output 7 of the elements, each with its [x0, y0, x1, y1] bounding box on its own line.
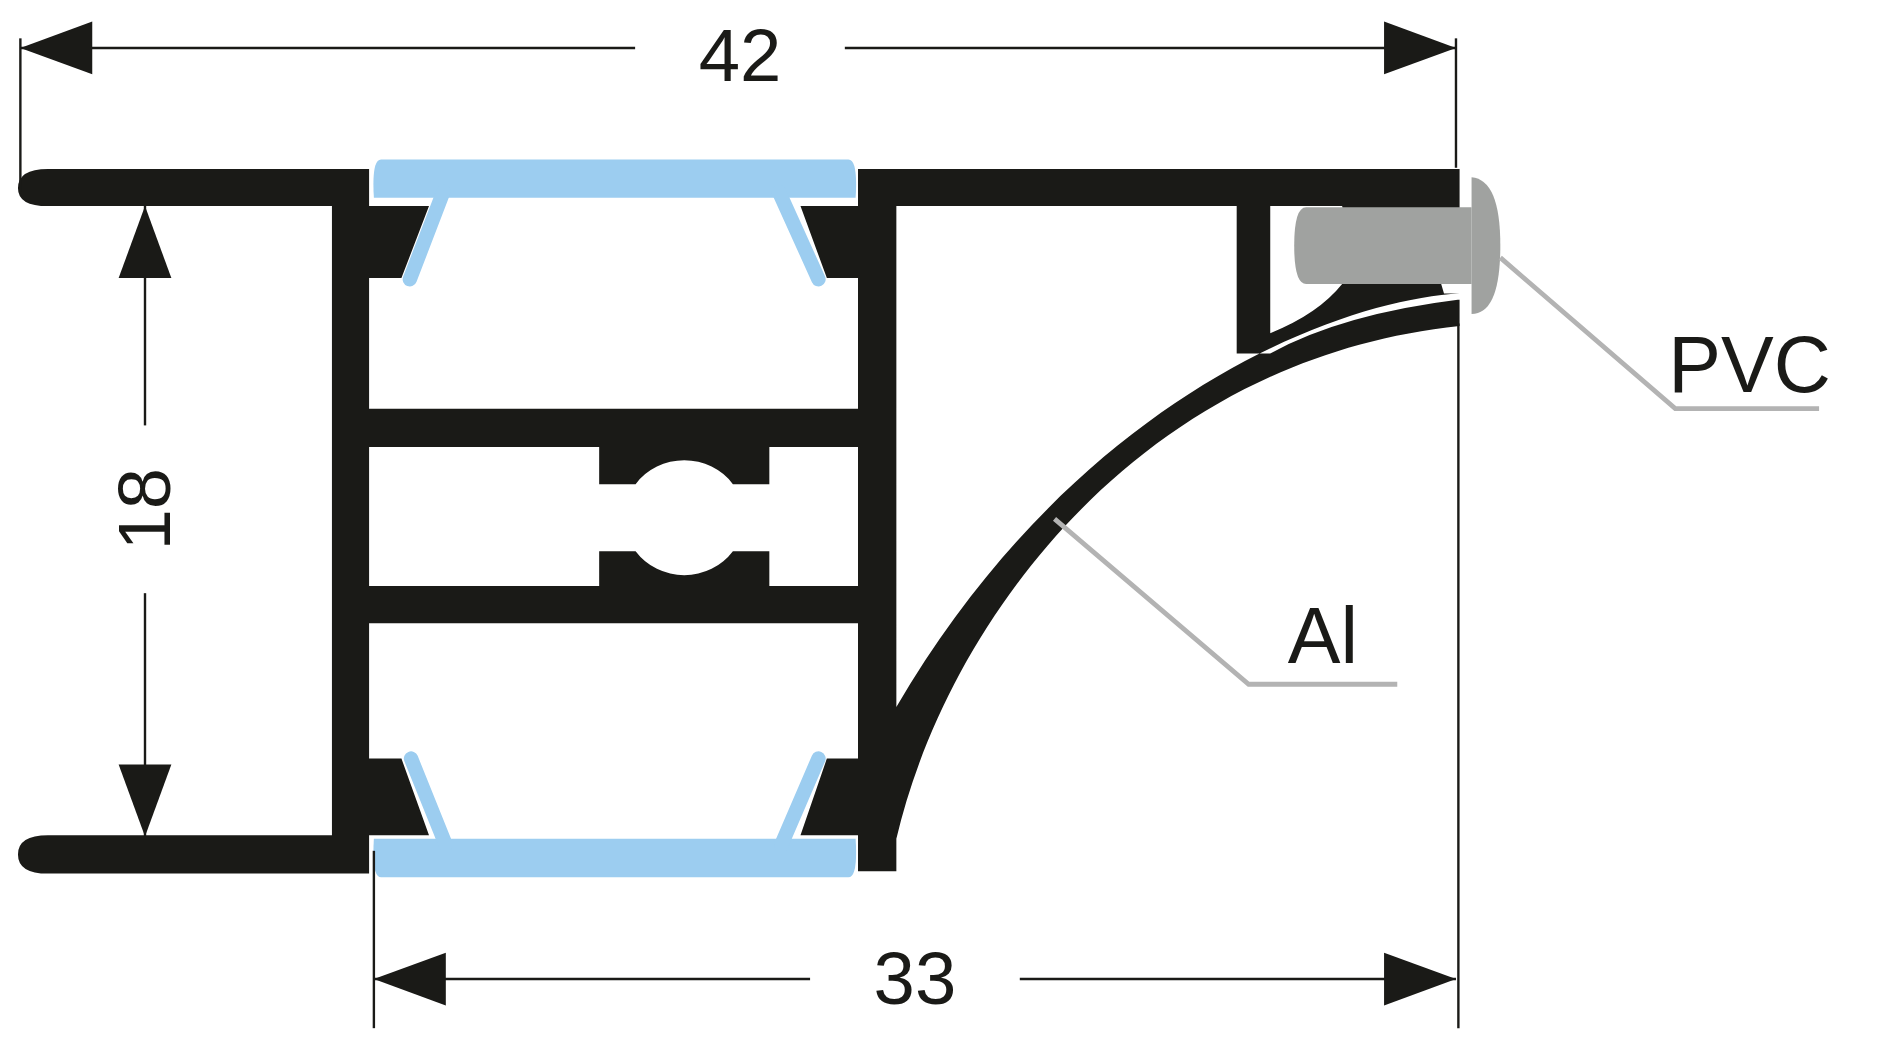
plastic-plug-drawing [1294, 177, 1501, 314]
dimension-value: 33 [872, 941, 958, 1017]
leader-line [1053, 517, 1398, 687]
dimension-value: 18 [104, 466, 186, 553]
material-label: Al [1248, 584, 1398, 685]
leader-line [1498, 255, 1820, 412]
dimension-value: 42 [697, 19, 783, 94]
